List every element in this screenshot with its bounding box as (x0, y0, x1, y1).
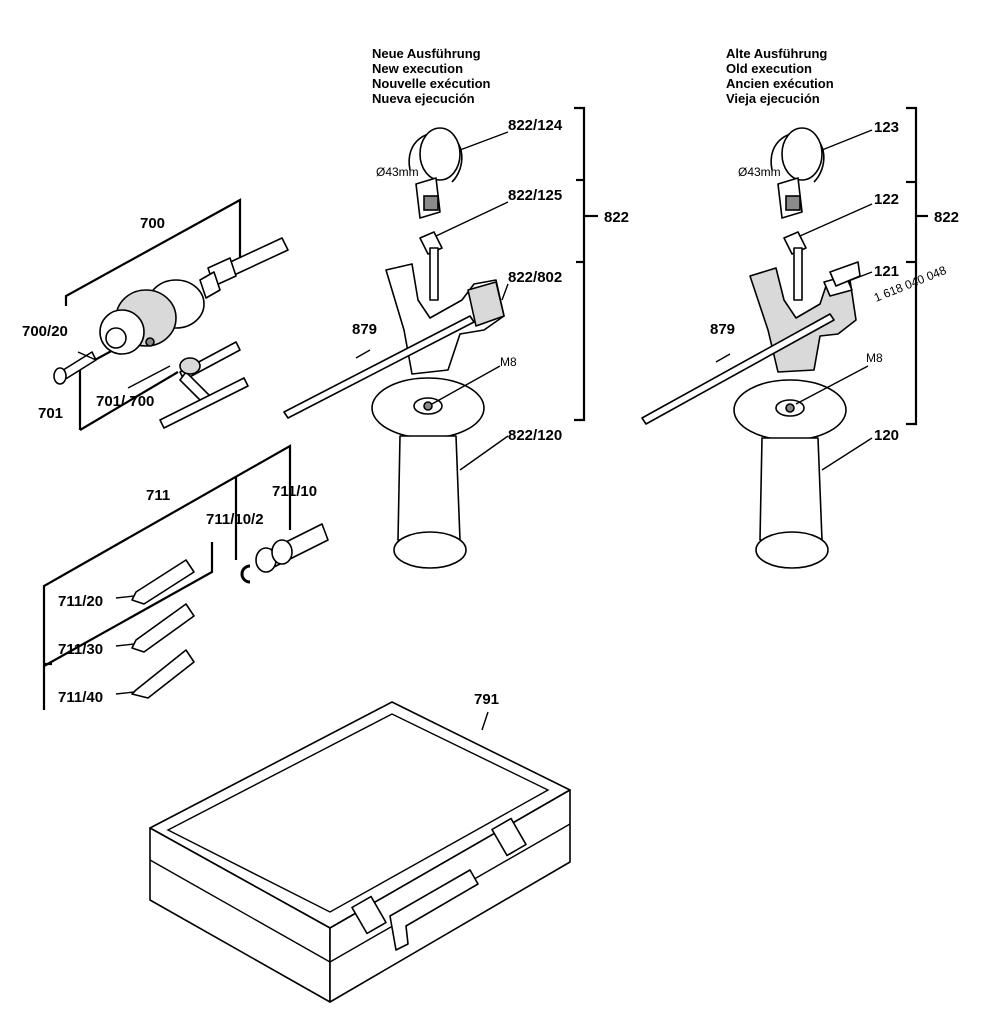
label-711-30: 711/30 (58, 641, 103, 658)
new-execution-group: Neue Ausführung New execution Nouvelle e… (283, 46, 629, 569)
label-711-20: 711/20 (58, 593, 103, 610)
label-701-700: 701/ 700 (96, 393, 154, 410)
carrying-case: 791 (149, 691, 571, 1003)
leader-700-20 (77, 351, 97, 361)
bracket-701-bottom (79, 371, 179, 431)
bit-711-30 (131, 603, 195, 653)
header-old-de: Alte Ausführung (726, 46, 827, 61)
label-711-10: 711/10 (272, 483, 317, 500)
bit-holder (255, 523, 329, 573)
header-new-es: Nueva ejecución (372, 91, 475, 106)
label-120: 120 (874, 427, 899, 444)
bit-set-group: 711 711/10/2 711/10 711/20 711/30 711/40 (42, 444, 329, 710)
label-822-120: 822/120 (508, 427, 562, 444)
chuck-body (99, 279, 205, 355)
label-822-124: 822/124 (508, 117, 563, 134)
label-822-125: 822/125 (508, 187, 562, 204)
stop-pin-new (419, 231, 443, 301)
label-711-40: 711/40 (58, 689, 103, 706)
depth-clamp-band-old (770, 127, 825, 219)
label-879-new: 879 (352, 321, 377, 338)
chuck-group: 700 700/20 701 701/ 700 (22, 198, 289, 431)
label-711-10-2: 711/10/2 (206, 511, 264, 528)
header-old-fr: Ancien exécution (726, 76, 834, 91)
label-791: 791 (474, 691, 499, 708)
depth-clamp-band-new (408, 127, 463, 219)
label-700-20: 700/20 (22, 323, 68, 340)
bracket-711 (42, 444, 292, 710)
label-m8-new: M8 (500, 355, 517, 369)
bracket-711-inner (43, 542, 214, 667)
depth-rod-old (641, 313, 835, 425)
chuck-key (159, 341, 249, 429)
label-122: 122 (874, 191, 899, 208)
chuck-adapter-shank (199, 237, 289, 299)
side-handle-old (733, 379, 847, 569)
d43-old: Ø43mm (738, 165, 781, 179)
label-879-old: 879 (710, 321, 735, 338)
header-new-en: New execution (372, 61, 463, 76)
clip-ring (240, 564, 251, 584)
label-822-802: 822/802 (508, 269, 562, 286)
label-822-new: 822 (604, 209, 629, 226)
header-old-es: Vieja ejecución (726, 91, 820, 106)
header-new-fr: Nouvelle exécution (372, 76, 491, 91)
header-new-de: Neue Ausführung (372, 46, 481, 61)
bracket-700 (64, 198, 242, 306)
bracket-822-new (574, 106, 586, 422)
label-121: 121 (874, 263, 899, 280)
old-execution-group: Alte Ausführung Old execution Ancien exé… (641, 46, 959, 569)
bracket-822-old (906, 106, 918, 426)
label-822-old: 822 (934, 209, 959, 226)
side-handle-new (371, 377, 485, 569)
d43-new: Ø43mm (376, 165, 419, 179)
header-old-en: Old execution (726, 61, 812, 76)
depth-rod-new (283, 315, 475, 419)
bit-711-40 (131, 649, 195, 699)
bit-711-20 (131, 559, 195, 605)
stop-pin-old (783, 231, 807, 301)
label-m8-old: M8 (866, 351, 883, 365)
label-700: 700 (140, 215, 165, 232)
label-701: 701 (38, 405, 63, 422)
leader-701-700 (127, 365, 171, 389)
label-711: 711 (146, 487, 170, 504)
label-123: 123 (874, 119, 899, 136)
